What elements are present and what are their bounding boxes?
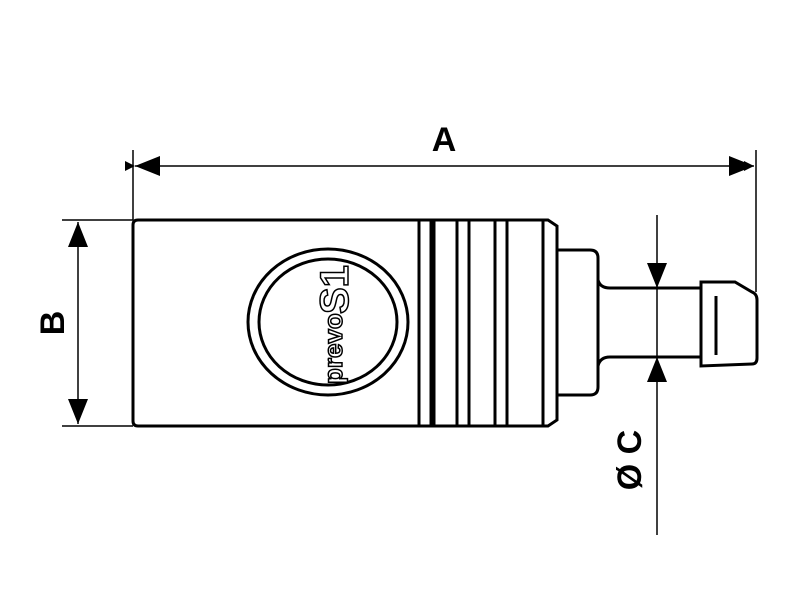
dimension-a: A — [125, 121, 757, 292]
dimension-b-label: B — [34, 311, 72, 336]
coupler-step — [557, 248, 600, 397]
svg-text:prevo: prevo — [318, 313, 348, 384]
dimension-c: Ø C — [611, 215, 667, 535]
coupler-body — [131, 218, 559, 428]
hose-barb — [596, 279, 759, 368]
dimension-a-label: A — [432, 121, 457, 159]
dimension-c-label: Ø C — [611, 430, 649, 490]
dimension-b: B — [34, 219, 133, 427]
svg-text:S1: S1 — [313, 265, 357, 314]
prevost-logo: prevo S1 — [246, 247, 410, 397]
